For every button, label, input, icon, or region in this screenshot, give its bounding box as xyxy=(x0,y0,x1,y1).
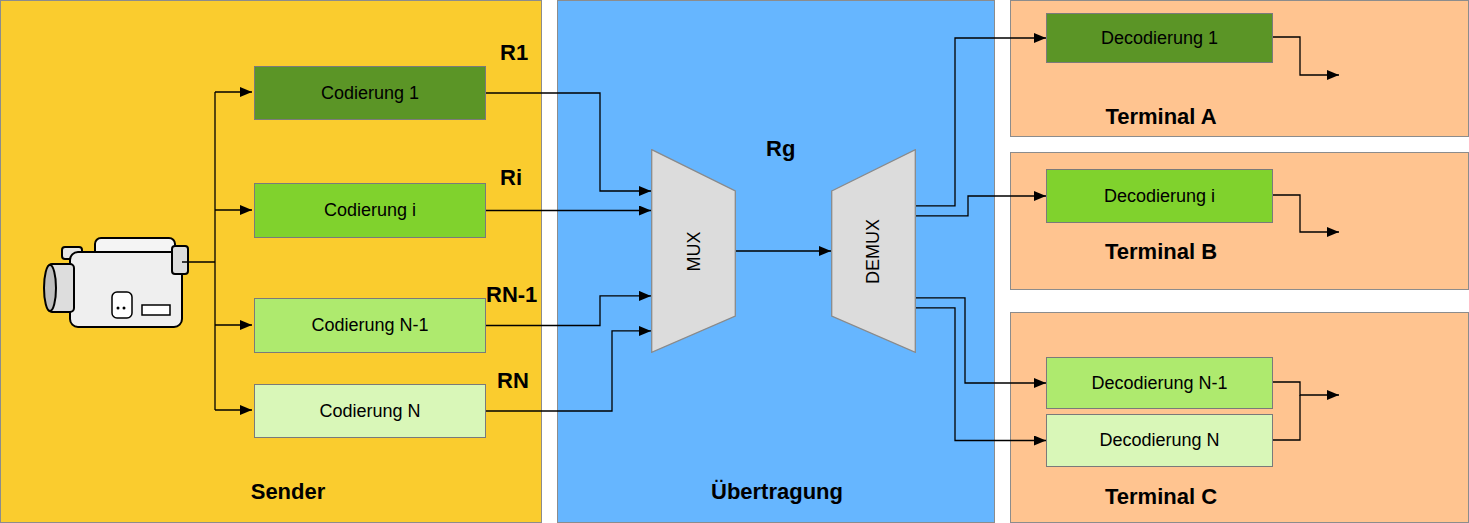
rate-label: R1 xyxy=(500,40,528,66)
process-box: Codierung 1 xyxy=(254,66,486,120)
rate-label: RN-1 xyxy=(486,282,537,308)
panel-title: Terminal A xyxy=(1105,104,1216,130)
box-label: Codierung i xyxy=(324,200,416,221)
process-box: Decodierung i xyxy=(1046,169,1273,223)
multiplexer: MUX xyxy=(651,149,736,353)
demultiplexer: DEMUX xyxy=(831,149,916,353)
vertical-label: DEMUX xyxy=(863,218,884,283)
process-box: Decodierung 1 xyxy=(1046,13,1273,63)
trapezoid-shape xyxy=(652,150,736,353)
box-label: Decodierung i xyxy=(1104,186,1215,207)
panel-title: Terminal C xyxy=(1105,484,1217,510)
process-box: Decodierung N-1 xyxy=(1046,357,1273,409)
process-box: Codierung N-1 xyxy=(254,298,486,353)
panel-title: Terminal B xyxy=(1105,239,1217,265)
box-label: Codierung N xyxy=(319,401,420,422)
group-panel: Terminal B Decodierung i xyxy=(1010,152,1469,290)
process-box: Codierung N xyxy=(254,384,486,438)
rate-label: Rg xyxy=(766,136,795,162)
box-label: Decodierung N xyxy=(1099,430,1219,451)
box-label: Codierung N-1 xyxy=(311,315,428,336)
group-panel: Sender Codierung 1 Codierung i Codierung N-… xyxy=(0,0,542,523)
box-label: Codierung 1 xyxy=(321,83,419,104)
panel-title: Sender xyxy=(251,479,326,505)
trapezoid-shape xyxy=(832,150,916,353)
process-box: Codierung i xyxy=(254,183,486,238)
box-label: Decodierung N-1 xyxy=(1091,373,1227,394)
vertical-label: MUX xyxy=(683,231,704,271)
group-panel: Übertragung MUX DEMUX xyxy=(557,0,995,523)
box-label: Decodierung 1 xyxy=(1101,28,1218,49)
process-box: Decodierung N xyxy=(1046,414,1273,467)
rate-label: Ri xyxy=(500,165,522,191)
panel-title: Übertragung xyxy=(711,479,843,505)
group-panel: Terminal C Decodierung N-1Decodierung N xyxy=(1010,312,1469,523)
rate-label: RN xyxy=(497,368,529,394)
group-panel: Terminal A Decodierung 1 xyxy=(1010,0,1469,137)
